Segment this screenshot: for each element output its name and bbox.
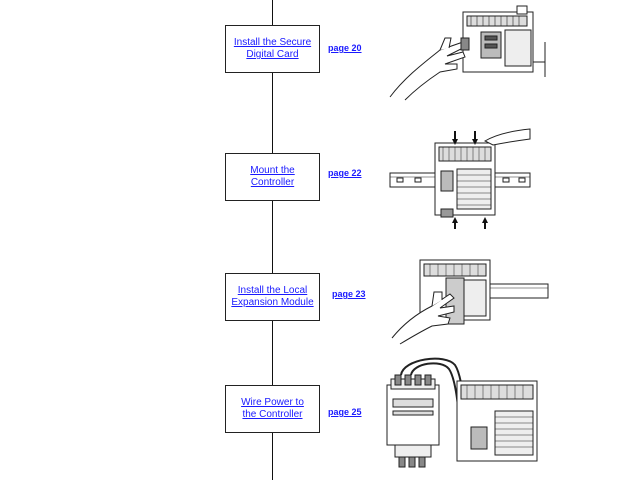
page-ref-link-23[interactable]: page 23 [332,289,366,299]
step-link-install-expansion-module[interactable]: Install the Local Expansion Module [231,285,314,308]
step-box-install-sd-card: Install the Secure Digital Card [225,25,320,73]
page-ref-link-22[interactable]: page 22 [328,168,362,178]
power-supply-wiring-illustration [385,355,540,475]
din-rail-mount-illustration [385,125,535,230]
step-link-install-sd-card[interactable]: Install the Secure Digital Card [233,37,312,60]
step-box-wire-power: Wire Power to the Controller [225,385,320,433]
step-box-install-expansion-module: Install the Local Expansion Module [225,273,320,321]
step-link-mount-controller[interactable]: Mount the Controller [250,165,295,188]
page-ref-link-25[interactable]: page 25 [328,407,362,417]
page-ref-link-20[interactable]: page 20 [328,43,362,53]
hand-inserting-card-illustration [385,2,555,102]
step-link-wire-power[interactable]: Wire Power to the Controller [241,397,304,420]
hand-installing-module-illustration [390,250,550,345]
flow-connector-line [272,0,273,480]
step-box-mount-controller: Mount the Controller [225,153,320,201]
